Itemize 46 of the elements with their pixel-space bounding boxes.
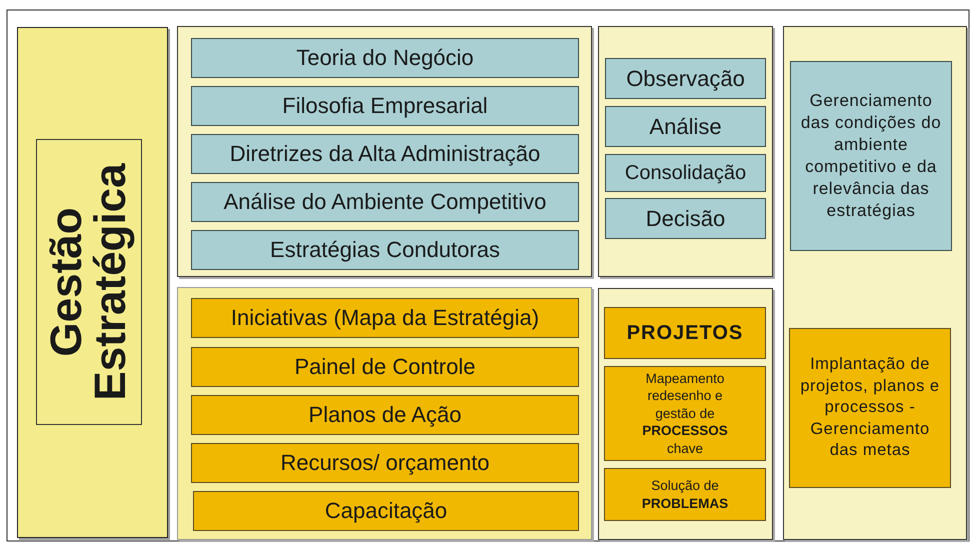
process-box [193, 491, 579, 531]
box-label: Planos de Ação [308, 402, 462, 428]
process-box [605, 154, 766, 192]
process-box [191, 443, 579, 483]
box-label: PROJETOS [626, 322, 744, 344]
box-label: Gerenciamento das condições do ambiente competitivo e da relevância das estratégias [800, 90, 942, 222]
process-box [191, 347, 579, 387]
box-label: Solução de PROBLEMAS [640, 476, 730, 512]
panel-background [598, 26, 773, 277]
panel-background [598, 288, 773, 540]
process-box [790, 61, 952, 251]
box-label: Análise [648, 114, 723, 140]
process-box [191, 134, 579, 174]
vertical-title: Gestão Estratégica [45, 162, 133, 403]
box-label: Implantação de projetos, planos e processos - Gerenciamento das metas [799, 354, 941, 462]
panel-background [177, 287, 592, 540]
panel-background [17, 27, 168, 538]
panel-background [177, 26, 592, 277]
box-label: Painel de Controle [293, 354, 476, 380]
box-label: Iniciativas (Mapa da Estratégia) [230, 305, 540, 331]
box-label: Análise do Ambiente Competitivo [222, 189, 548, 215]
box-label: Mapeamento redesenho e gestão de PROCESSOS chave [641, 370, 729, 458]
box-label: Diretrizes da Alta Administração [228, 141, 542, 167]
box-label: Filosofia Empresarial [281, 93, 489, 119]
box-label: Decisão [644, 206, 726, 232]
process-box [604, 307, 766, 359]
box-label: Consolidação [624, 162, 748, 184]
process-box [191, 298, 579, 338]
panel-background [783, 26, 967, 540]
process-box [605, 198, 766, 239]
box-label: Teoria do Negócio [295, 45, 475, 71]
box-label: Observação [625, 66, 746, 92]
box-label: Capacitação [324, 498, 448, 524]
box-label: Recursos/ orçamento [279, 450, 491, 476]
process-box [604, 366, 766, 461]
process-box [605, 58, 766, 99]
process-box [191, 395, 579, 435]
title-box [36, 139, 142, 425]
box-label: Estratégias Condutoras [269, 237, 501, 263]
process-box [191, 230, 579, 270]
process-box [191, 182, 579, 222]
process-box [191, 38, 579, 78]
process-box [191, 86, 579, 126]
process-box [604, 468, 766, 521]
process-box [789, 328, 951, 488]
process-box [605, 106, 766, 147]
